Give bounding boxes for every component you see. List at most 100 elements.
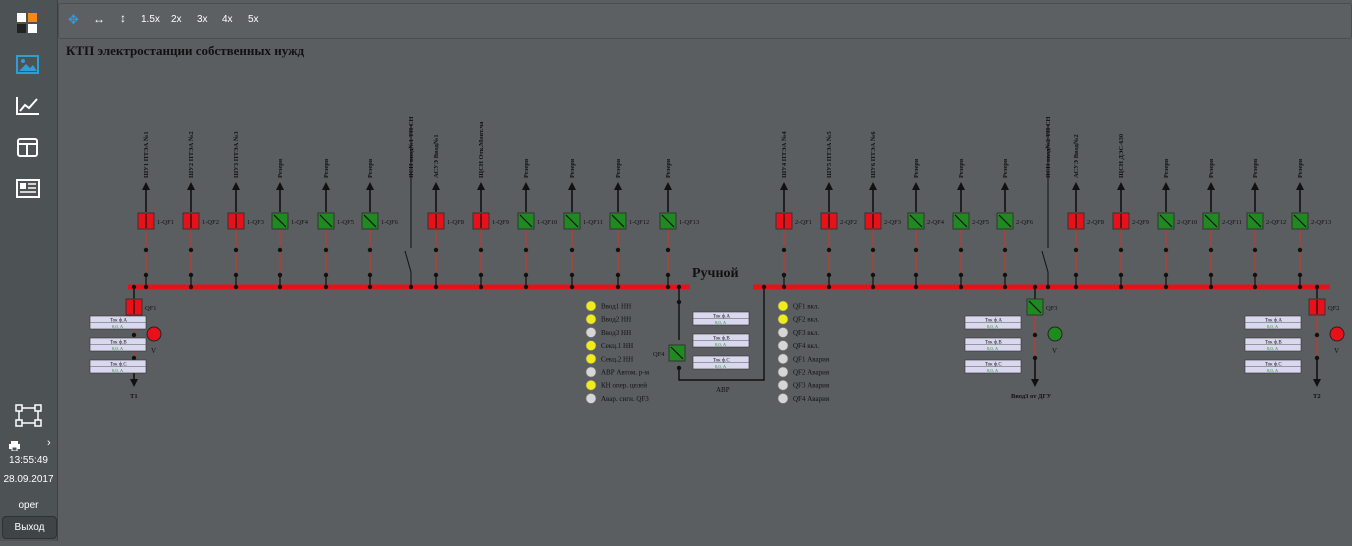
left-feeder-8-node-top (478, 247, 484, 253)
input-2-voltage-label: V (1052, 347, 1057, 355)
input-1-status-lamp (146, 326, 162, 342)
right-feeder-2-breaker[interactable] (820, 212, 838, 230)
input-1-node-mid (131, 332, 137, 338)
fit-width-icon[interactable]: ↔ (93, 12, 105, 26)
right-feeder-10-node-top (1208, 247, 1214, 253)
left-feeder-5-qf-label: 1-QF5 (337, 219, 354, 226)
right-status-label-2: QF2 вкл. (793, 316, 819, 324)
layout-icon[interactable] (15, 137, 41, 159)
left-status-label-3: Ввод3 НН (601, 329, 631, 337)
left-feeder-7-breaker[interactable] (427, 212, 445, 230)
report-icon[interactable] (15, 178, 41, 200)
logo-icon[interactable] (15, 12, 41, 34)
right-feeder-9-breaker[interactable] (1157, 212, 1175, 230)
right-feeder-1-breaker[interactable] (775, 212, 793, 230)
left-feeder-5-breaker[interactable] (317, 212, 335, 230)
right-status-lamp-3 (777, 327, 789, 338)
input-2-current-value-2: 0,0, А (987, 346, 999, 352)
right-feeder-5-breaker[interactable] (952, 212, 970, 230)
left-feeder-3-arrowhead (232, 182, 240, 190)
left-feeder-9-label: Резерв (523, 158, 530, 178)
input-1-current-value-2: 0,0, А (112, 346, 124, 352)
left-feeder-6-qf-label: 1-QF6 (381, 219, 399, 226)
right-feeder-12-node-top (1297, 247, 1303, 253)
left-status-label-2: Ввод2 НН (601, 316, 631, 324)
right-feeder-4-label: Резерв (913, 158, 920, 178)
left-feeder-6-breaker[interactable] (361, 212, 379, 230)
scheme-canvas: КТП электростанции собственных нужд Ручн… (58, 40, 1352, 541)
right-feeder-11-breaker[interactable] (1246, 212, 1264, 230)
right-feeder-4-breaker[interactable] (907, 212, 925, 230)
right-feeder-4-qf-label: 2-QF4 (927, 219, 945, 226)
left-feeder-10-breaker[interactable] (563, 212, 581, 230)
left-status-label-5: Секц.2 НН (601, 355, 633, 363)
input-1-breaker[interactable] (125, 298, 143, 316)
zoom-5x-button[interactable]: 5x (248, 14, 259, 25)
right-feeder-8-node-top (1118, 247, 1124, 253)
exit-button[interactable]: Выход (2, 516, 57, 539)
left-status-lamp-1 (585, 300, 597, 312)
left-status-label-8: Авар. сигн. QF3 (601, 395, 649, 403)
zoom-3x-button[interactable]: 3x (197, 14, 208, 25)
left-feeder-1-breaker[interactable] (137, 212, 155, 230)
right-status-lamp-8 (777, 393, 789, 404)
right-vt-switch (1041, 250, 1049, 273)
right-feeder-8-breaker[interactable] (1112, 212, 1130, 230)
right-feeder-10-breaker[interactable] (1202, 212, 1220, 230)
right-feeder-6-breaker[interactable] (996, 212, 1014, 230)
fit-height-icon[interactable]: ↕ (120, 11, 126, 25)
zoom-2x-button[interactable]: 2x (171, 14, 182, 25)
input-2-current-label-3: Ток ф.С (985, 363, 1002, 368)
right-feeder-10-label: Резерв (1208, 158, 1215, 178)
left-feeder-3-qf-label: 1-QF3 (247, 219, 264, 226)
zoom-4x-button[interactable]: 4x (222, 14, 233, 25)
left-vt-label: ЯСН ввод№1 ТП СН (408, 116, 415, 178)
left-feeder-1-qf-label: 1-QF1 (157, 219, 174, 226)
right-feeder-7-breaker[interactable] (1067, 212, 1085, 230)
left-feeder-3-breaker[interactable] (227, 212, 245, 230)
screen-select-icon[interactable] (15, 404, 42, 427)
right-feeder-12-breaker[interactable] (1291, 212, 1309, 230)
chevron-right-icon[interactable]: › (47, 437, 51, 449)
clock-date: 28.09.2017 (3, 474, 54, 485)
right-feeder-4-node-top (913, 247, 919, 253)
move-icon[interactable]: ✥ (68, 12, 79, 27)
left-feeder-1-node-top (143, 247, 149, 253)
zoom-1.5x-button[interactable]: 1.5x (141, 14, 160, 25)
right-feeder-8-qf-label: 2-QF9 (1132, 219, 1149, 226)
left-feeder-8-label: ЩСН Отк.Монт.ча (478, 121, 485, 178)
left-feeder-2-qf-label: 1-QF2 (202, 219, 219, 226)
print-icon[interactable] (9, 438, 21, 456)
left-feeder-12-breaker[interactable] (659, 212, 677, 230)
right-feeder-5-label: Резерв (958, 158, 965, 178)
section-breaker[interactable] (668, 344, 686, 362)
right-feeder-3-breaker[interactable] (864, 212, 882, 230)
right-feeder-5-qf-label: 2-QF5 (972, 219, 989, 226)
left-feeder-8-qf-label: 1-QF9 (492, 219, 509, 226)
right-status-label-4: QF4 вкл. (793, 342, 819, 350)
input-3-breaker[interactable] (1308, 298, 1326, 316)
right-status-lamp-5 (777, 353, 789, 365)
left-feeder-4-qf-label: 1-QF4 (291, 219, 309, 226)
input-1-arrowhead (130, 379, 138, 387)
right-feeder-11-arrowhead (1251, 182, 1259, 190)
input-1-current-value-1: 0,0, А (112, 324, 124, 330)
left-feeder-9-breaker[interactable] (517, 212, 535, 230)
left-feeder-4-breaker[interactable] (271, 212, 289, 230)
right-feeder-12-qf-label: 2-QF13 (1311, 219, 1331, 226)
left-status-label-7: КН опер. целей (601, 382, 647, 390)
left-feeder-2-breaker[interactable] (182, 212, 200, 230)
right-feeder-1-arrowhead (780, 182, 788, 190)
left-feeder-8-breaker[interactable] (472, 212, 490, 230)
image-icon[interactable] (15, 54, 41, 76)
left-feeder-2-arrowhead (187, 182, 195, 190)
input-2-breaker[interactable] (1026, 298, 1044, 316)
trend-chart-icon[interactable] (15, 95, 41, 117)
right-feeder-10-arrowhead (1207, 182, 1215, 190)
left-vt-switch (404, 250, 412, 273)
left-feeder-11-breaker[interactable] (609, 212, 627, 230)
section-current-label-1: Ток ф.А (713, 315, 730, 320)
right-status-label-1: QF1 вкл. (793, 303, 819, 311)
left-feeder-6-arrowhead (366, 182, 374, 190)
